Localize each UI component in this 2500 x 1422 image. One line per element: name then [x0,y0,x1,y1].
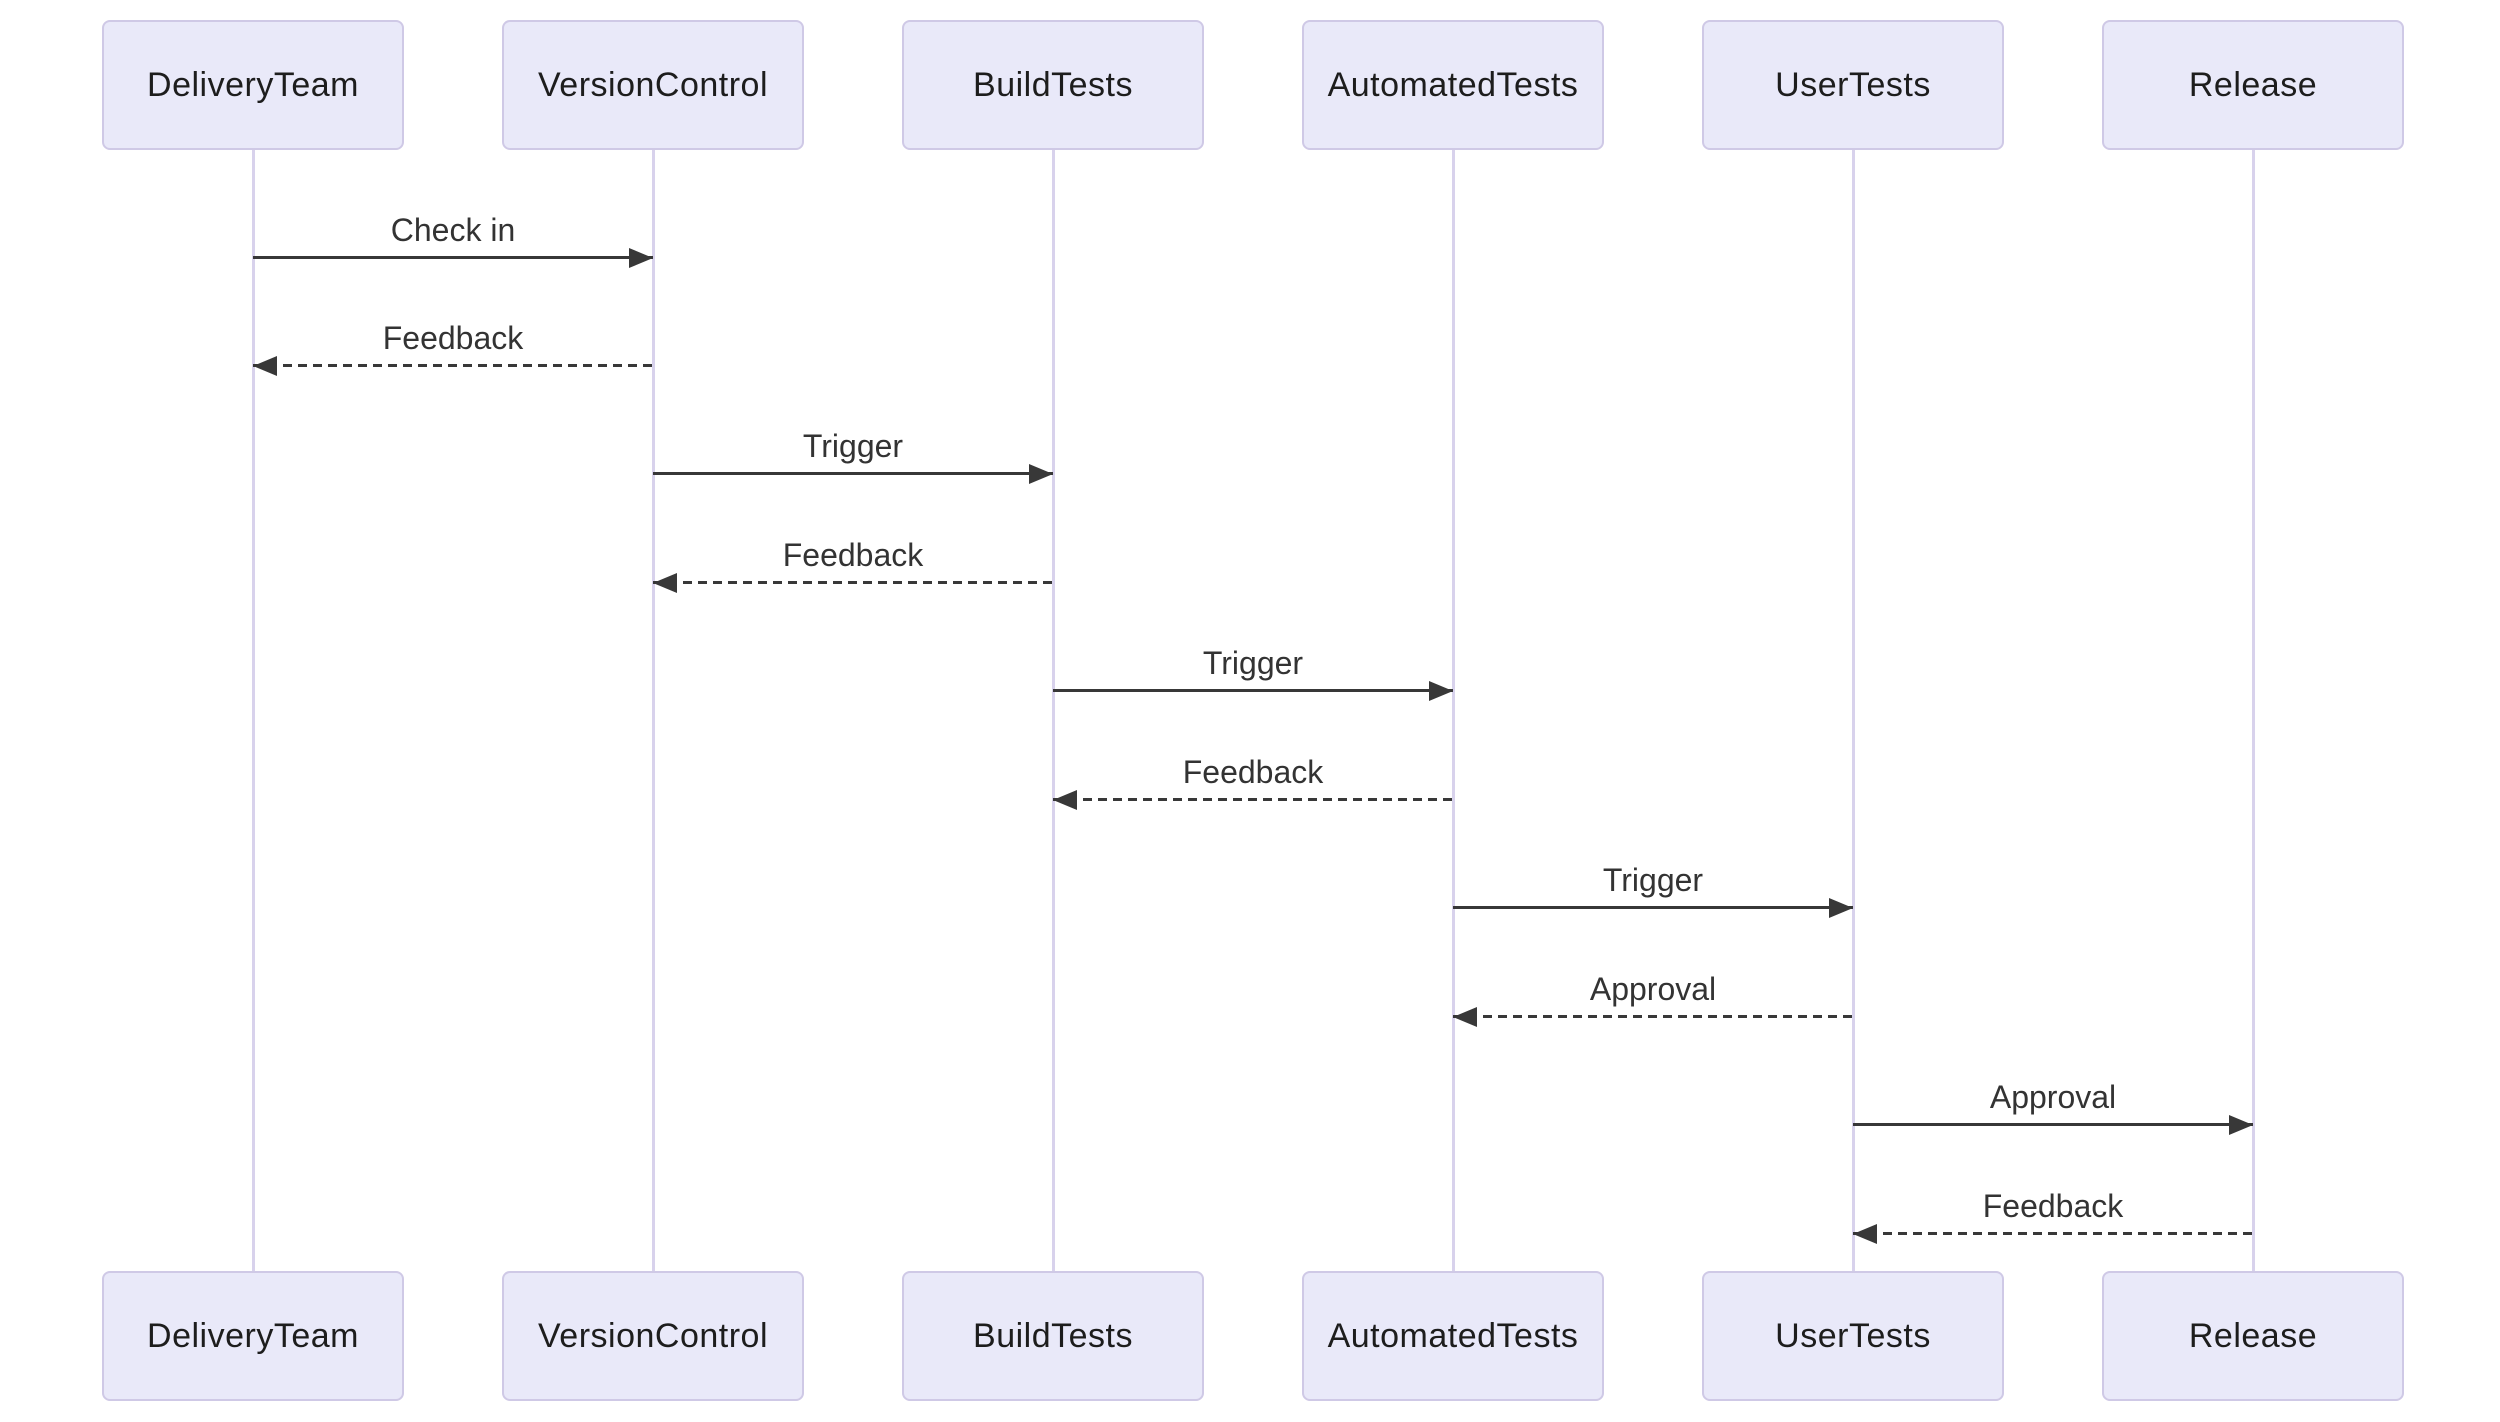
message-feedback-2: Feedback [653,536,1053,593]
message-label: Trigger [1602,862,1704,898]
message-approval-2: Approval [1853,1078,2253,1135]
message-line [1853,1224,2253,1244]
message-label: Trigger [802,428,904,464]
arrowhead-left-icon [253,356,277,376]
actor-box-automatedtests-bottom: AutomatedTests [1302,1271,1604,1401]
arrowhead-right-icon [629,248,653,268]
actor-box-release-top: Release [2102,20,2404,150]
message-line [1453,1007,1853,1027]
actor-box-versioncontrol-bottom: VersionControl [502,1271,804,1401]
message-check-in: Check in [253,211,653,268]
lifeline-release [2252,150,2255,1271]
message-line [1453,898,1853,918]
actor-label: BuildTests [973,1316,1133,1355]
actor-label: VersionControl [537,65,768,104]
actor-box-buildtests-bottom: BuildTests [902,1271,1204,1401]
message-line [253,248,653,268]
actor-box-versioncontrol-top: VersionControl [502,20,804,150]
actor-label: AutomatedTests [1327,1316,1579,1355]
message-label: Feedback [782,537,924,573]
message-label: Feedback [1182,754,1324,790]
actor-label: VersionControl [537,1316,768,1355]
message-trigger-3: Trigger [1453,861,1853,918]
message-line [253,356,653,376]
arrowhead-right-icon [2229,1115,2253,1135]
actor-label: Release [2188,1316,2318,1355]
message-label: Feedback [1982,1188,2124,1224]
message-approval-1: Approval [1453,970,1853,1027]
message-line [653,573,1053,593]
message-label: Check in [390,212,516,248]
message-line [1853,1115,2253,1135]
message-feedback-1: Feedback [253,319,653,376]
actor-box-usertests-bottom: UserTests [1702,1271,2004,1401]
arrowhead-left-icon [1853,1224,1877,1244]
message-trigger-1: Trigger [653,427,1053,484]
actor-label: Release [2188,65,2318,104]
message-label: Approval [1589,971,1717,1007]
message-label: Trigger [1202,645,1304,681]
lifeline-usertests [1852,150,1855,1271]
actor-label: BuildTests [973,65,1133,104]
actor-label: UserTests [1775,65,1931,104]
actor-box-automatedtests-top: AutomatedTests [1302,20,1604,150]
actor-label: UserTests [1775,1316,1931,1355]
message-line [653,464,1053,484]
actor-box-deliveryteam-bottom: DeliveryTeam [102,1271,404,1401]
actor-box-release-bottom: Release [2102,1271,2404,1401]
message-trigger-2: Trigger [1053,644,1453,701]
arrowhead-left-icon [653,573,677,593]
message-label: Feedback [382,320,524,356]
lifeline-deliveryteam [252,150,255,1271]
arrowhead-right-icon [1829,898,1853,918]
arrowhead-right-icon [1029,464,1053,484]
lifeline-automatedtests [1452,150,1455,1271]
message-line [1053,681,1453,701]
message-line [1053,790,1453,810]
message-feedback-4: Feedback [1853,1187,2253,1244]
actor-label: DeliveryTeam [147,65,359,104]
actor-label: AutomatedTests [1327,65,1579,104]
actor-box-buildtests-top: BuildTests [902,20,1204,150]
actor-label: DeliveryTeam [147,1316,359,1355]
message-feedback-3: Feedback [1053,753,1453,810]
arrowhead-left-icon [1053,790,1077,810]
lifeline-buildtests [1052,150,1055,1271]
actor-box-deliveryteam-top: DeliveryTeam [102,20,404,150]
message-label: Approval [1989,1079,2117,1115]
lifeline-versioncontrol [652,150,655,1271]
arrowhead-left-icon [1453,1007,1477,1027]
arrowhead-right-icon [1429,681,1453,701]
actor-box-usertests-top: UserTests [1702,20,2004,150]
